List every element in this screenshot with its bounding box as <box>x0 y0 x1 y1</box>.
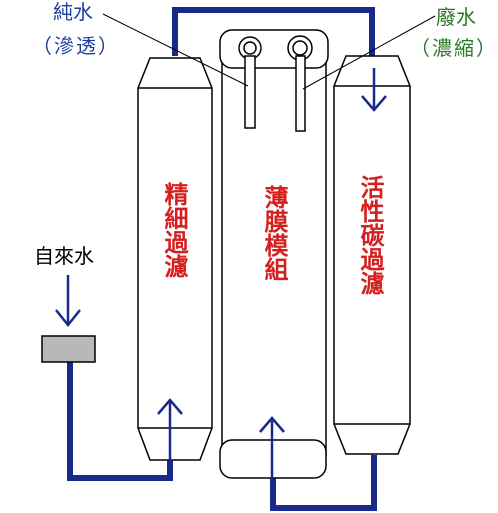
waste-water-note: （濃縮） <box>410 36 498 60</box>
pipe-bottom-right <box>270 455 377 511</box>
membrane-port-waste-inner <box>292 40 308 56</box>
pipes <box>67 7 377 511</box>
tap-water-label: 自來水 <box>34 244 94 268</box>
carbon-filter-body <box>333 55 411 455</box>
membrane-body <box>221 55 327 457</box>
membrane-port-pure-inner <box>243 41 257 55</box>
membrane-upflow-arrow <box>259 416 285 490</box>
carbon-filter-label: 活性碳過濾 <box>356 175 384 295</box>
membrane-module-label: 薄膜模組 <box>260 185 288 281</box>
tap-inflow-arrow <box>55 275 81 328</box>
pure-water-note: （滲透） <box>32 34 120 58</box>
carbon-outflow-arrow <box>361 68 387 112</box>
waste-outlet-tube <box>295 55 306 132</box>
sediment-filter-body <box>137 57 213 461</box>
inlet-block <box>41 335 96 363</box>
waste-water-label: 廢水 <box>436 5 476 29</box>
pipe-top <box>172 7 375 56</box>
pipe-bottom-left <box>67 362 173 481</box>
waste-water-leader-line <box>302 15 436 90</box>
pure-water-label: 純水 <box>53 0 93 24</box>
sediment-upflow-arrow <box>157 398 183 462</box>
flow-arrows <box>55 68 387 490</box>
sediment-filter-label: 精細過濾 <box>160 182 188 278</box>
pure-outlet-tube <box>244 55 256 129</box>
sediment-filter <box>137 57 213 461</box>
pure-water-leader-line <box>102 13 249 87</box>
carbon-filter <box>333 55 411 455</box>
